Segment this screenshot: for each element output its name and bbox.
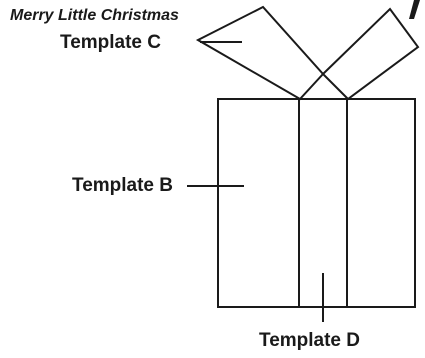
diagram-title: Merry Little Christmas <box>10 7 179 24</box>
bow-loop-left <box>195 5 325 101</box>
cropped-stroke-mark <box>409 0 420 19</box>
label-template-d: Template D <box>259 330 361 351</box>
gift-box <box>217 98 416 308</box>
label-template-b: Template B <box>72 175 174 196</box>
label-template-c: Template C <box>60 32 162 53</box>
bow-loop-right <box>321 7 420 101</box>
